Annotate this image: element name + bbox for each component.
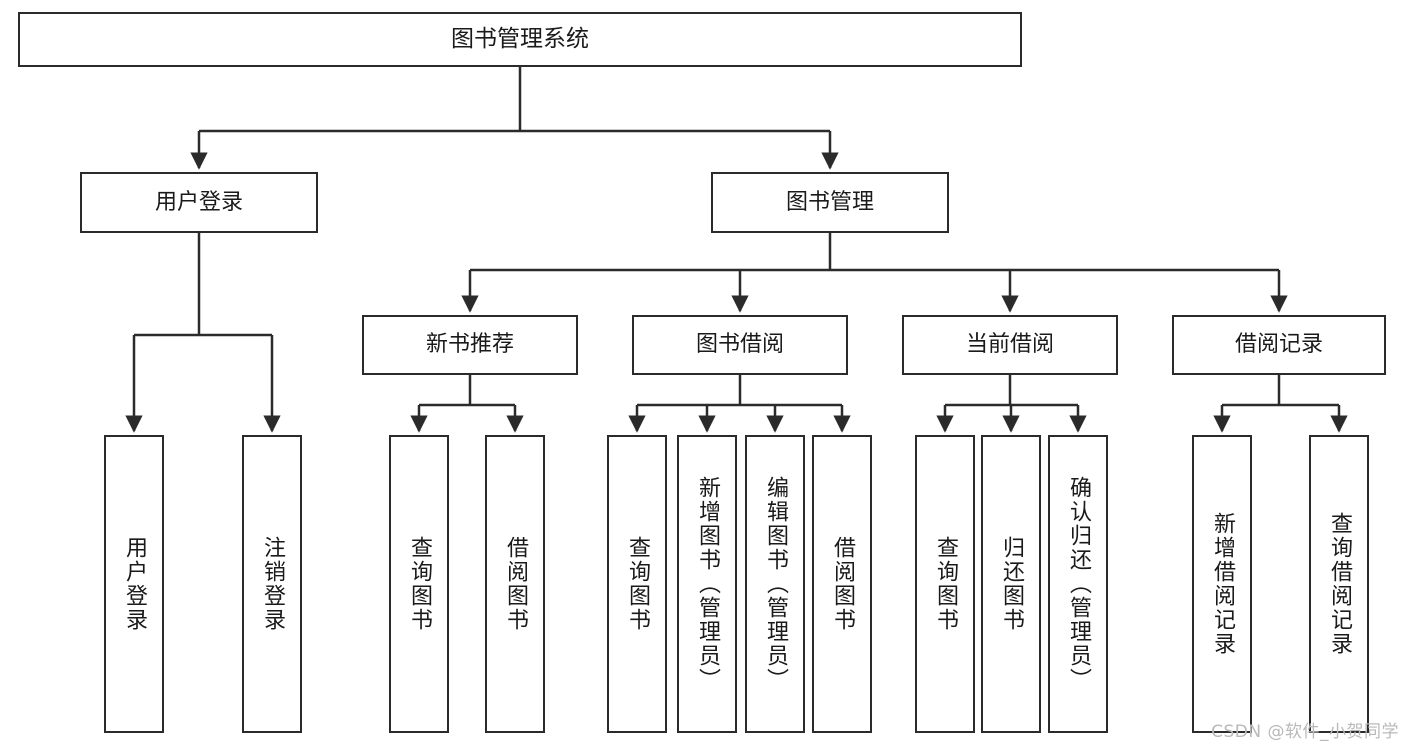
node-leaf-borrow-book-2-label: 借阅图书	[830, 536, 855, 632]
node-borrow-record[interactable]: 借阅记录	[1172, 315, 1386, 375]
node-leaf-borrow-book-1[interactable]: 借阅图书	[485, 435, 545, 733]
node-leaf-add-record-label: 新增借阅记录	[1210, 512, 1235, 656]
node-leaf-user-login[interactable]: 用户登录	[104, 435, 164, 733]
node-current-borrow-label: 当前借阅	[965, 332, 1054, 358]
node-root-label: 图书管理系统	[451, 26, 589, 53]
node-book-borrow-label: 图书借阅	[695, 332, 784, 358]
node-book-borrow[interactable]: 图书借阅	[632, 315, 848, 375]
node-leaf-query-book-3[interactable]: 查询图书	[915, 435, 975, 733]
node-user-login[interactable]: 用户登录	[80, 172, 318, 233]
node-leaf-logout-label: 注销登录	[260, 536, 285, 632]
node-leaf-add-record[interactable]: 新增借阅记录	[1192, 435, 1252, 733]
node-leaf-query-book-1-label: 查询图书	[407, 536, 432, 632]
node-leaf-edit-book-label: 编辑图书（管理员）	[763, 476, 788, 692]
node-leaf-query-record-label: 查询借阅记录	[1327, 512, 1352, 656]
node-leaf-add-book[interactable]: 新增图书（管理员）	[677, 435, 737, 733]
node-leaf-return-book[interactable]: 归还图书	[981, 435, 1041, 733]
node-leaf-add-book-label: 新增图书（管理员）	[695, 476, 720, 692]
node-leaf-user-login-label: 用户登录	[122, 536, 147, 632]
node-leaf-return-book-label: 归还图书	[999, 536, 1024, 632]
node-leaf-edit-book[interactable]: 编辑图书（管理员）	[745, 435, 805, 733]
node-leaf-query-book-2[interactable]: 查询图书	[607, 435, 667, 733]
node-leaf-query-book-3-label: 查询图书	[933, 536, 958, 632]
node-new-book-rec-label: 新书推荐	[425, 332, 514, 358]
node-leaf-borrow-book-1-label: 借阅图书	[503, 536, 528, 632]
node-borrow-record-label: 借阅记录	[1234, 332, 1323, 358]
node-book-manage[interactable]: 图书管理	[711, 172, 949, 233]
node-leaf-borrow-book-2[interactable]: 借阅图书	[812, 435, 872, 733]
node-leaf-confirm-return[interactable]: 确认归还（管理员）	[1048, 435, 1108, 733]
node-new-book-rec[interactable]: 新书推荐	[362, 315, 578, 375]
node-leaf-query-book-2-label: 查询图书	[625, 536, 650, 632]
node-user-login-label: 用户登录	[154, 189, 243, 215]
node-leaf-logout[interactable]: 注销登录	[242, 435, 302, 733]
node-current-borrow[interactable]: 当前借阅	[902, 315, 1118, 375]
node-root[interactable]: 图书管理系统	[18, 12, 1022, 67]
node-book-manage-label: 图书管理	[785, 189, 874, 215]
node-leaf-query-book-1[interactable]: 查询图书	[389, 435, 449, 733]
node-leaf-query-record[interactable]: 查询借阅记录	[1309, 435, 1369, 733]
node-leaf-confirm-return-label: 确认归还（管理员）	[1066, 476, 1091, 692]
